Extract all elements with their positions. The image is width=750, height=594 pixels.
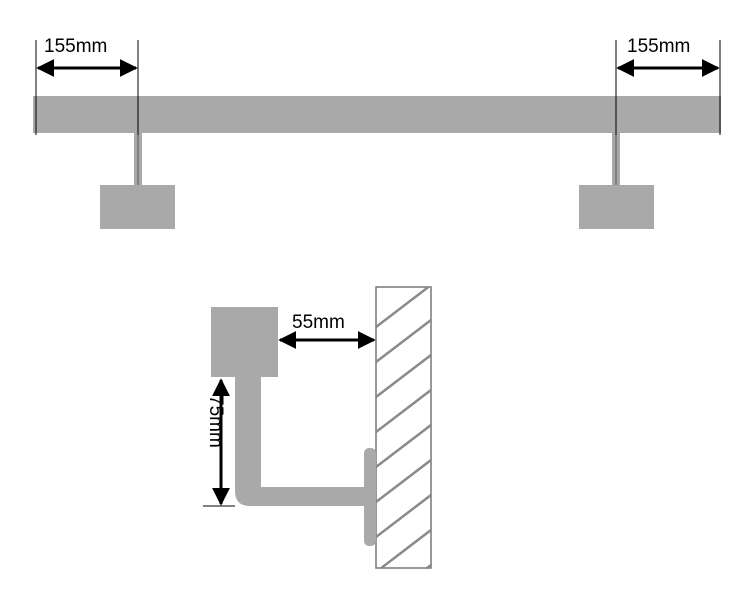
left-wall-plate — [100, 185, 175, 229]
wall-gap-dimension: 55mm — [278, 312, 376, 349]
right-offset-dimension: 155mm — [615, 36, 721, 135]
wall-gap-label: 55mm — [292, 312, 345, 333]
left-offset-label: 155mm — [44, 36, 107, 57]
bracket-arm — [235, 377, 370, 506]
right-wall-plate — [579, 185, 654, 229]
wall — [375, 286, 432, 569]
side-view: 55mm 75mm — [203, 286, 432, 569]
right-offset-label: 155mm — [627, 36, 690, 57]
handrail-bar — [33, 96, 721, 133]
side-wall-plate — [364, 448, 376, 546]
bracket-height-dimension: 75mm — [203, 378, 235, 507]
handrail-profile — [211, 307, 278, 377]
front-view: 155mm 155mm — [33, 36, 721, 229]
left-offset-dimension: 155mm — [35, 36, 139, 135]
bracket-height-label: 75mm — [205, 395, 226, 448]
